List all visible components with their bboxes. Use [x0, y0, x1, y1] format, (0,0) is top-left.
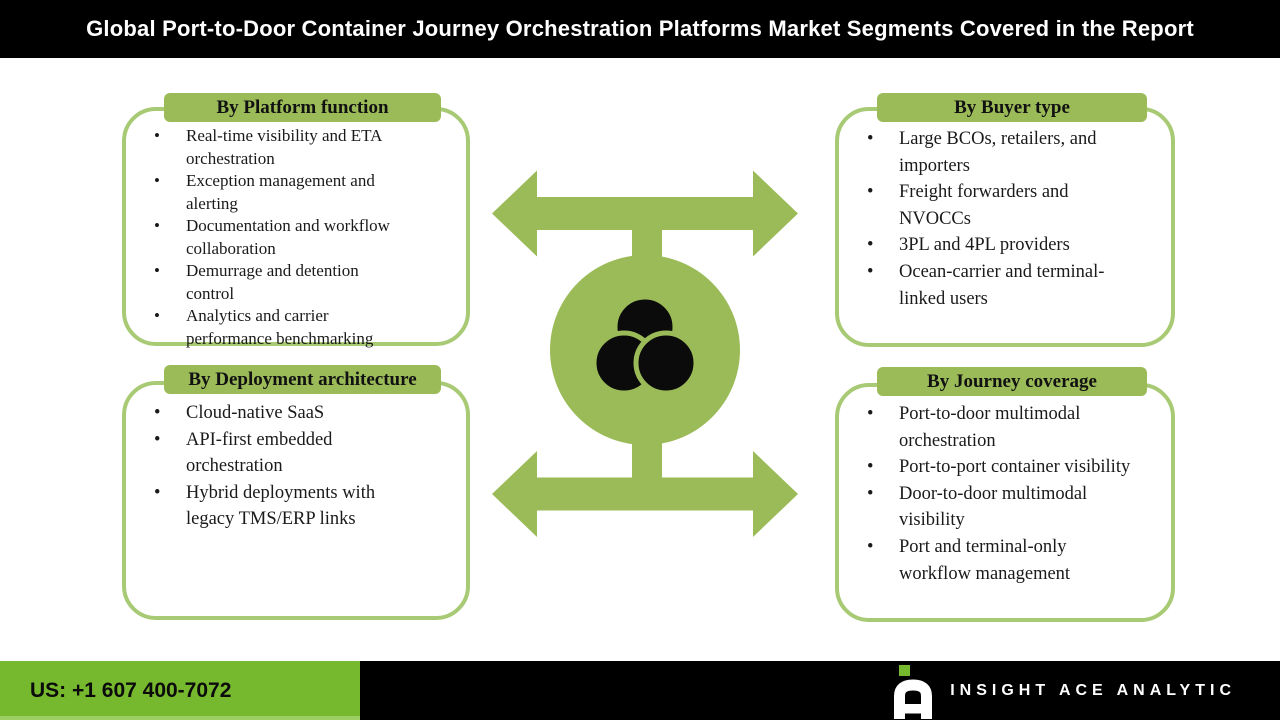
list-item: Port-to-port container visibility: [863, 454, 1139, 481]
brand-group: INSIGHT ACE ANALYTIC: [894, 661, 1236, 720]
segment-tab-label: By Journey coverage: [927, 370, 1097, 392]
list-item-text: 3PL and 4PL providers: [899, 235, 1070, 256]
list-item: Port and terminal-only workflow manageme…: [863, 534, 1139, 587]
list-item-text: Port and terminal-only workflow manageme…: [899, 536, 1071, 584]
list-item-text: API-first embedded orchestration: [186, 429, 333, 477]
list-item: Real-time visibility and ETA orchestrati…: [150, 125, 411, 170]
list-item-text: Real-time visibility and ETA orchestrati…: [186, 126, 382, 168]
segment-tab-label: By Platform function: [216, 96, 389, 118]
list-item: Documentation and workflow collaboration: [150, 215, 411, 260]
list-item-text: Documentation and workflow collaboration: [186, 216, 390, 258]
title-bar: Global Port-to-Door Container Journey Or…: [0, 0, 1280, 58]
list-item-text: Hybrid deployments with legacy TMS/ERP l…: [186, 482, 376, 530]
list-item-text: Cloud-native SaaS: [186, 403, 325, 423]
segment-tab-deployment-architecture: By Deployment architecture: [164, 365, 441, 394]
list-item: 3PL and 4PL providers: [863, 232, 1139, 259]
list-item-text: Analytics and carrier performance benchm…: [186, 306, 374, 348]
list-item: Port-to-door multimodal orchestration: [863, 401, 1139, 454]
phone-number: US: +1 607 400-7072: [30, 678, 232, 702]
list-item-text: Ocean-carrier and terminal-linked users: [899, 261, 1105, 309]
segment-box-deployment-architecture: By Deployment architecture Cloud-native …: [122, 365, 470, 620]
segment-box-buyer-type: By Buyer type Large BCOs, retailers, and…: [835, 93, 1175, 347]
list-item: API-first embedded orchestration: [150, 427, 426, 480]
venn-diagram-icon: [591, 294, 699, 396]
list-item-text: Large BCOs, retailers, and importers: [899, 129, 1097, 176]
segment-tab-label: By Deployment architecture: [188, 368, 417, 390]
list-item-text: Freight forwarders and NVOCCs: [899, 182, 1069, 229]
footer-bar: US: +1 607 400-7072 INSIGHT ACE ANALYTIC: [0, 661, 1280, 720]
list-item-text: Port-to-door multimodal orchestration: [899, 404, 1081, 451]
list-item: Cloud-native SaaS: [150, 400, 426, 427]
list-item: Analytics and carrier performance benchm…: [150, 305, 411, 350]
list-item-text: Exception management and alerting: [186, 171, 375, 213]
page-title: Global Port-to-Door Container Journey Or…: [86, 16, 1194, 41]
list-item: Large BCOs, retailers, and importers: [863, 126, 1139, 179]
segment-list-buyer-type: Large BCOs, retailers, and importers Fre…: [863, 126, 1139, 312]
list-item: Demurrage and detention control: [150, 260, 411, 305]
segment-box-journey-coverage: By Journey coverage Port-to-door multimo…: [835, 367, 1175, 622]
insight-ace-logo-icon: [894, 664, 933, 719]
list-item: Door-to-door multimodal visibility: [863, 481, 1139, 534]
list-item: Freight forwarders and NVOCCs: [863, 179, 1139, 232]
segment-tab-buyer-type: By Buyer type: [877, 93, 1147, 122]
list-item-text: Door-to-door multimodal visibility: [899, 483, 1088, 531]
brand-name: INSIGHT ACE ANALYTIC: [950, 681, 1236, 699]
list-item: Exception management and alerting: [150, 170, 411, 215]
list-item: Hybrid deployments with legacy TMS/ERP l…: [150, 480, 426, 533]
segment-tab-platform-function: By Platform function: [164, 93, 441, 122]
segment-list-journey-coverage: Port-to-door multimodal orchestration Po…: [863, 401, 1139, 587]
segment-list-deployment-architecture: Cloud-native SaaS API-first embedded orc…: [150, 400, 426, 533]
list-item: Ocean-carrier and terminal-linked users: [863, 259, 1139, 312]
list-item-text: Port-to-port container visibility: [899, 457, 1131, 478]
double-headed-arrow-bottom-icon: [492, 451, 798, 537]
center-hub-graphic: [492, 170, 798, 537]
double-headed-arrow-top-icon: [492, 170, 798, 257]
list-item-text: Demurrage and detention control: [186, 261, 359, 303]
segment-tab-label: By Buyer type: [954, 96, 1070, 118]
phone-bar: US: +1 607 400-7072: [0, 661, 360, 720]
segment-box-platform-function: By Platform function Real-time visibilit…: [122, 93, 470, 348]
segment-tab-journey-coverage: By Journey coverage: [877, 367, 1147, 396]
segment-list-platform-function: Real-time visibility and ETA orchestrati…: [150, 125, 411, 350]
